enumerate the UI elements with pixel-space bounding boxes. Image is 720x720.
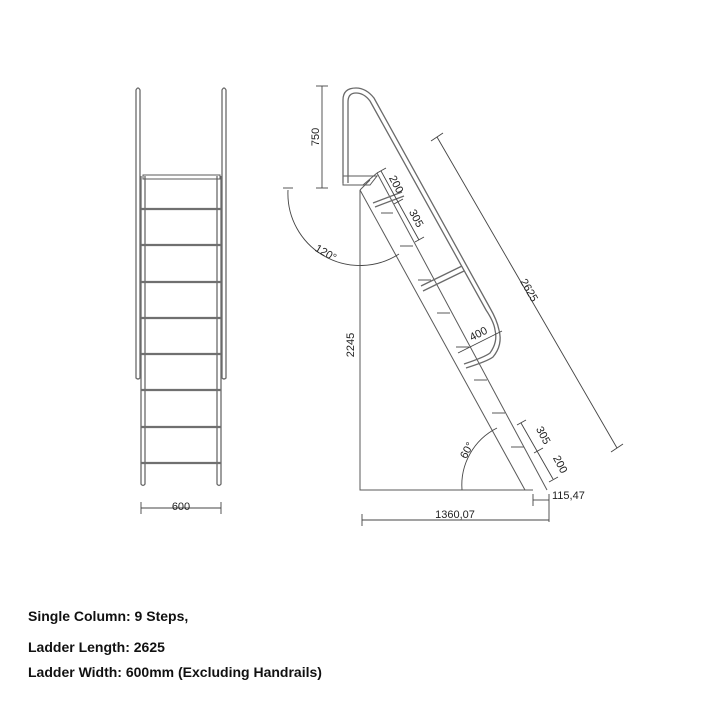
svg-text:60°: 60° bbox=[458, 440, 476, 460]
note-length: Ladder Length: 2625 bbox=[28, 639, 165, 655]
right-stringer bbox=[216, 176, 222, 487]
height-label: 2245 bbox=[345, 333, 357, 357]
svg-text:200: 200 bbox=[550, 454, 569, 476]
svg-text:200: 200 bbox=[386, 174, 405, 196]
upper-handrail bbox=[342, 87, 500, 331]
left-handrail bbox=[135, 87, 141, 380]
support-frame bbox=[359, 190, 533, 491]
svg-text:400: 400 bbox=[468, 325, 490, 344]
front-rungs bbox=[141, 207, 221, 465]
svg-text:305: 305 bbox=[533, 425, 552, 447]
left-stringer bbox=[140, 176, 146, 487]
foot-offset-dimension: 115,47 bbox=[532, 490, 585, 522]
top-step-dimensions: 200 305 bbox=[376, 167, 425, 243]
front-view: 600 bbox=[135, 87, 227, 514]
svg-text:750: 750 bbox=[310, 128, 322, 146]
outer-stringer bbox=[376, 172, 548, 491]
lower-handrail bbox=[465, 329, 501, 369]
note-width: Ladder Width: 600mm (Excluding Handrails… bbox=[28, 664, 322, 680]
handrail-height-dimension: 750 bbox=[310, 85, 328, 189]
svg-text:305: 305 bbox=[406, 208, 425, 230]
right-handrail bbox=[221, 87, 227, 380]
svg-text:115,47: 115,47 bbox=[552, 490, 585, 502]
inner-stringer bbox=[359, 189, 526, 491]
bottom-step-dimensions: 305 200 bbox=[516, 419, 569, 483]
svg-text:1360,07: 1360,07 bbox=[435, 509, 475, 521]
svg-text:2625: 2625 bbox=[517, 277, 540, 304]
base-length-dimension: 1360,07 bbox=[361, 509, 549, 526]
side-steps bbox=[381, 212, 524, 448]
ladder-length-dimension: 2625 bbox=[430, 132, 624, 453]
top-platform bbox=[142, 174, 221, 180]
width-label: 600 bbox=[172, 501, 190, 513]
side-view: 750 120° 200 305 400 2625 bbox=[283, 85, 624, 526]
width-dimension: 600 bbox=[140, 501, 222, 514]
note-steps: Single Column: 9 Steps, bbox=[28, 608, 189, 624]
base-angle-dimension: 60° bbox=[458, 427, 498, 491]
